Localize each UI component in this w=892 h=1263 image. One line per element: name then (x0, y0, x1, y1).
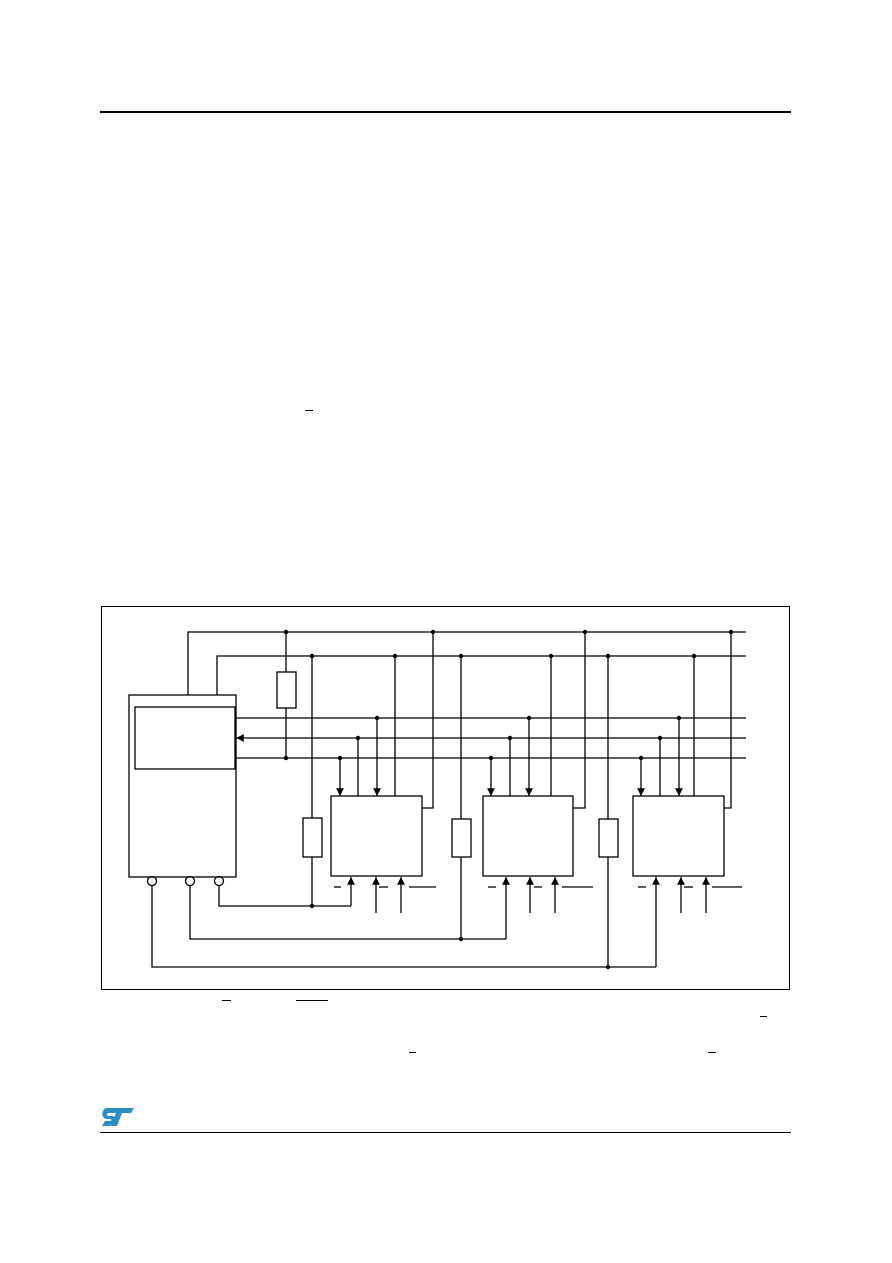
overbar-mark (305, 410, 313, 411)
master-pin (146, 875, 158, 887)
slave-device-3 (151, 632, 742, 968)
slave-device-2 (189, 632, 593, 940)
top-bus-lines (187, 631, 746, 695)
overbar-mark (708, 1052, 716, 1053)
footer-rule (100, 1132, 791, 1133)
overbar-mark (222, 1000, 231, 1001)
overbar-mark (409, 1052, 416, 1053)
st-logo-icon (102, 1108, 134, 1126)
overbar-mark (760, 1016, 767, 1017)
master-pin (184, 875, 196, 887)
header-rule (100, 111, 791, 113)
master-inner-block (134, 706, 236, 770)
slave-device-1 (218, 632, 436, 913)
master-pin (213, 875, 225, 887)
figure-frame (101, 606, 790, 990)
master-device (128, 694, 237, 887)
overbar-mark (296, 1000, 328, 1001)
pull-up-resistor (276, 632, 297, 758)
junction-dots (283, 629, 734, 970)
